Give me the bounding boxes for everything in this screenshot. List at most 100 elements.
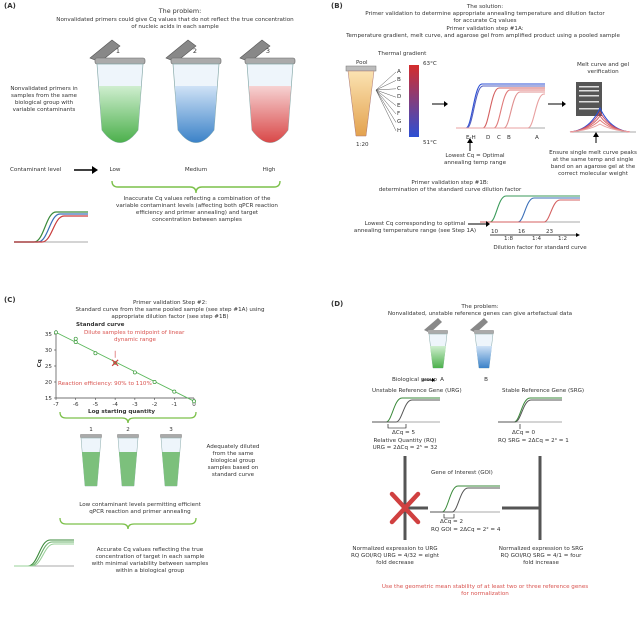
tube-2	[165, 39, 222, 143]
panel-b-header-3: for accurate Cq values	[453, 18, 517, 24]
level-medium: Medium	[184, 167, 208, 173]
melt-title-2: verification	[587, 69, 619, 75]
panel-b-header-4: Primer validation step #1A:	[446, 26, 524, 32]
y-tick-label: 30	[45, 348, 53, 354]
c-bottom-note-3: with minimal variability between samples	[91, 561, 209, 567]
tube-1	[89, 39, 146, 143]
x-tick-label: -2	[152, 402, 158, 408]
dil-ratio-1-2: 1:2	[558, 236, 568, 242]
urg-rq-1: Relative Quantity (RQ)	[373, 438, 437, 444]
lowest-cq2-1: Lowest Cq corresponding to optimal	[364, 221, 466, 227]
lowest-cq-1: Lowest Cq = Optimal	[445, 153, 505, 159]
gradient-line	[375, 89, 397, 106]
melt-title-1: Melt curve and gel	[576, 62, 630, 68]
c-tube-number-3: 3	[169, 427, 173, 433]
srg-dcq: ΔCq = 0	[512, 430, 536, 436]
y-tick-label: 25	[45, 364, 53, 370]
panel-a-left-note-2: samples from the same	[10, 93, 78, 99]
data-point	[73, 336, 78, 341]
dil-num-10: 10	[491, 229, 499, 235]
d-tube-a	[424, 318, 448, 369]
norm-srg-3: fold increase	[523, 560, 559, 566]
tube-number-1: 1	[115, 47, 121, 55]
tube-letter-a: A	[440, 377, 444, 383]
temperature-gradient-bar	[409, 65, 419, 137]
gradient-line	[375, 88, 397, 91]
c-right-note-5: standard curve	[211, 472, 255, 478]
gradient-line	[375, 89, 397, 131]
gradient-lines	[375, 71, 397, 131]
agarose-gel	[576, 82, 602, 116]
urg-dcq: ΔCq = 5	[392, 430, 416, 436]
data-point	[54, 330, 58, 335]
gradient-amplification-curves	[456, 83, 545, 129]
curve-letter-c: C	[497, 135, 501, 141]
melt-note-1: Ensure single melt curve peaks	[549, 150, 637, 156]
goi-dcq: ΔCq = 2	[440, 519, 464, 525]
melt-note-4: correct molecular weight	[558, 171, 628, 177]
y-tick-label: 20	[45, 380, 53, 386]
c-bottom-note-4: within a biological group	[115, 568, 185, 574]
step1b-arrow-icon	[468, 221, 490, 227]
panel-a-amplification-curves	[14, 211, 88, 243]
lowest-cq-arrow-icon	[467, 138, 473, 151]
gradient-letter-b: B	[397, 77, 401, 84]
step1b-curves	[480, 195, 580, 223]
tube-number-3: 3	[265, 47, 271, 55]
data-point	[132, 370, 137, 375]
panel-a-left-note-1: Nonvalidated primers in	[10, 86, 78, 92]
c-tubes	[80, 434, 182, 487]
tube-number-2: 2	[192, 47, 198, 55]
gradient-letter-f: F	[397, 111, 401, 117]
panel-b-header-5: Temperature gradient, melt curve, and ag…	[346, 33, 620, 39]
x-tick-label: -1	[171, 402, 177, 408]
gradient-line	[375, 89, 397, 123]
gradient-letter-a: A	[397, 69, 401, 75]
goi-rq: RQ GOI = 2ΔCq = 2² = 4	[431, 527, 501, 533]
srg-rq: RQ SRG = 2ΔCq = 2⁰ = 1	[498, 438, 569, 444]
curve-letter-a: A	[535, 135, 539, 141]
c-tube-number-1: 1	[89, 427, 93, 433]
thermal-gradient-label: Thermal gradient	[378, 51, 427, 57]
panel-a-bottom-note-3: efficiency and primer annealing) and tar…	[135, 210, 259, 216]
level-high: High	[262, 167, 276, 173]
temp-high-label: 63°C	[423, 61, 437, 67]
gradient-line	[375, 89, 397, 115]
panel-a-bottom-note-2: variable contaminant levels (affecting b…	[116, 203, 278, 209]
panel-d-footer-1: Use the geometric mean stability of at l…	[381, 584, 589, 590]
gradient-letter-c: C	[397, 85, 401, 92]
goi-curves	[430, 485, 500, 519]
gradient-letter-h: H	[397, 127, 402, 134]
c-right-note-2: from the same	[212, 451, 254, 457]
goi-title: Gene of Interest (GOI)	[431, 470, 493, 476]
panel-b-header-2: Primer validation to determine appropria…	[365, 11, 605, 17]
panel-a-left-note-3: biological group with	[14, 100, 74, 106]
y-tick-label: 35	[45, 332, 53, 338]
x-axis-label: Log starting quantity	[88, 409, 156, 415]
panel-a-title: The problem:	[158, 7, 202, 15]
norm-srg-2: RQ GOI/RQ SRG = 4/1 = four	[500, 553, 582, 559]
panel-c-bracket-1	[59, 411, 197, 424]
c-right-note-3: biological group	[210, 458, 256, 464]
dilute-note-1: Dilute samples to midpoint of linear	[84, 330, 185, 336]
panel-a-subtitle-1: Nonvalidated primers could give Cq value…	[56, 17, 294, 23]
dil-num-23: 23	[546, 229, 554, 235]
dil-ratio-1-8: 1:8	[504, 236, 514, 242]
step1b-1: Primer validation step #1B:	[411, 180, 489, 186]
panel-c-header-1: Primer validation Step #2:	[132, 300, 208, 306]
chart-title: Standard curve	[76, 322, 125, 328]
level-low: Low	[109, 167, 121, 173]
bio-group-arrow-icon	[422, 378, 435, 382]
data-point	[172, 389, 177, 394]
temp-low-label: 51°C	[423, 140, 437, 146]
srg-title: Stable Reference Gene (SRG)	[502, 388, 585, 394]
panel-a-bottom-note-4: concentration between samples	[152, 217, 242, 223]
c-bottom-note-2: concentration of target in each sample	[95, 554, 205, 560]
srg-connector-lines	[502, 456, 542, 540]
panel-a-subtitle-2: of nucleic acids in each sample	[131, 24, 219, 30]
x-tick-label: -7	[53, 402, 59, 408]
x-tick-label: 0	[192, 402, 196, 408]
dilution-arrow-icon	[490, 233, 580, 237]
lowest-cq2-2: annealing temperature range (see Step 1A…	[353, 228, 477, 234]
